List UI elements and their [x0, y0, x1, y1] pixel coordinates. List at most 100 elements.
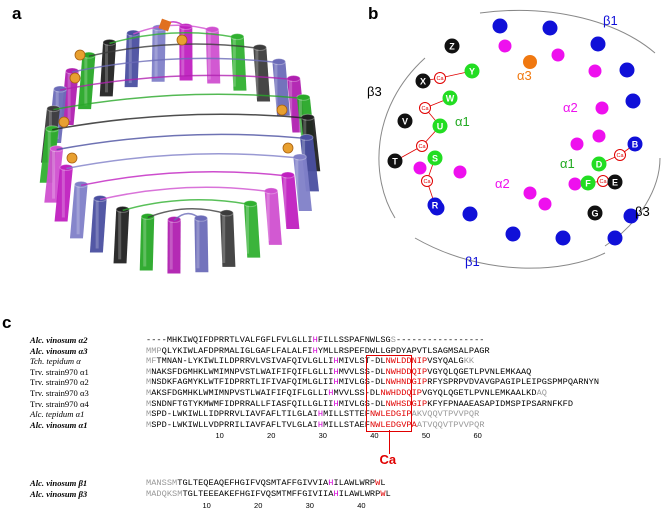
- ruler-tick: 50: [421, 431, 431, 441]
- helix-cylinder: [243, 200, 261, 258]
- alpha2-dot: [538, 197, 552, 211]
- alpha2-dot: [595, 101, 609, 115]
- label-beta3-left: β3: [367, 84, 382, 99]
- helix-cylinder: [280, 171, 300, 230]
- subunit-d: D: [591, 156, 607, 172]
- calcium-ion: [282, 142, 294, 154]
- helix-cylinder: [60, 67, 80, 125]
- subunit-letter: R: [432, 201, 439, 211]
- beta1-dot: [619, 62, 635, 78]
- subunit-t: T: [387, 153, 403, 169]
- sequence-name: Trv. strain970 α4: [30, 398, 89, 409]
- beta1-dot: [625, 93, 641, 109]
- subunit-letter: Z: [449, 42, 455, 52]
- loop-strand: [53, 93, 304, 111]
- ca-node-label: Ca: [436, 76, 444, 82]
- panel-a-letter: a: [12, 4, 22, 23]
- ca-node: Ca: [597, 175, 609, 187]
- beta1-dot: [607, 230, 623, 246]
- loop-strand: [56, 133, 307, 151]
- helix-cylinder: [230, 33, 247, 91]
- sequence-name: Trv. strain970 α2: [30, 377, 89, 388]
- calcium-label: Ca: [379, 452, 397, 468]
- panel-a-helix-ring: [39, 18, 321, 274]
- helix-cylinder: [69, 180, 89, 239]
- subunit-letter: X: [420, 77, 426, 87]
- loop-strand: [60, 74, 294, 91]
- calcium-ion: [69, 72, 81, 84]
- alpha2-dot: [568, 177, 582, 191]
- subunit-letter: B: [632, 140, 639, 150]
- ruler-tick: 40: [357, 500, 366, 510]
- calcium-pointer-line: [388, 430, 390, 455]
- sequence-string: MAKSFDGMHKLWMIMNPVSTLWAIFIFQIFLGLLIHMVVL…: [146, 388, 548, 398]
- ca-node: Ca: [421, 175, 433, 187]
- ruler-tick: 10: [215, 431, 224, 441]
- sequence-name: Alc. vinosum β3: [30, 489, 88, 499]
- label-alpha3: α3: [517, 68, 532, 83]
- panel-b-letter: b: [368, 4, 379, 23]
- beta1-dot: [555, 230, 571, 246]
- ca-node-label: Ca: [423, 179, 431, 185]
- ca-node: Ca: [419, 102, 431, 114]
- loop-strand: [109, 32, 238, 45]
- subunit-y: Y: [464, 63, 480, 79]
- subunit-letter: E: [612, 178, 618, 188]
- subunit-letter: U: [437, 122, 444, 132]
- sequence-string: MNSDKFAGMYKLWTFIDPRRTLIFIVAFQIMLGLIIHMIV…: [146, 377, 600, 388]
- loop-strand: [88, 43, 260, 57]
- beta1-dot: [492, 18, 508, 34]
- sequence-name: Alc. vinosum β1: [30, 478, 88, 489]
- helix-cylinder: [54, 163, 74, 222]
- helix-cylinder: [167, 216, 182, 274]
- subunit-letter: G: [591, 209, 598, 219]
- ruler-tick: 60: [473, 431, 482, 441]
- panel-c-letter: c: [2, 313, 12, 332]
- subunit-r: R: [427, 197, 443, 213]
- sequence-name: Alc. vinosum α1: [30, 419, 88, 430]
- loop-strand: [133, 24, 213, 35]
- helix-cylinder: [78, 51, 96, 110]
- alpha2-dot: [523, 186, 537, 200]
- alpha2-dot: [588, 64, 602, 78]
- helix-cylinder: [271, 58, 291, 116]
- loop-strand: [122, 199, 251, 212]
- loop-strand: [173, 212, 202, 222]
- ruler-tick: 40: [370, 431, 379, 441]
- sequence-string: MMPQLYKIWLAFDPRMALIGLGAFLFALALFIHYMLLRSP…: [146, 345, 490, 356]
- subunit-x: X: [415, 73, 431, 89]
- calcium-ion: [58, 116, 70, 128]
- label-beta3-right: β3: [635, 204, 650, 219]
- beta1-dot: [462, 206, 478, 222]
- label-alpha1-left: α1: [455, 114, 470, 129]
- sequence-name: Alc. vinosum α2: [30, 335, 88, 345]
- sequence-string: MSPD-LWKIWLLIDPRRVLIAVFAFLTILGLAIHMILLST…: [146, 409, 480, 420]
- ca-node-label: Ca: [599, 179, 607, 185]
- beta1-dot: [542, 20, 558, 36]
- ca-node-label: Ca: [616, 153, 624, 159]
- alpha2-dot: [551, 48, 565, 62]
- ca-node: Ca: [434, 72, 446, 84]
- ca-node: Ca: [416, 140, 428, 152]
- calcium-ion: [176, 34, 188, 46]
- label-alpha2-upper: α2: [563, 100, 578, 115]
- helix-cylinder: [113, 205, 130, 264]
- alpha2-dot: [413, 161, 427, 175]
- alpha2-dot: [592, 129, 606, 143]
- sequence-name: Alc. tepidum α1: [30, 409, 85, 420]
- beta1-dot: [623, 208, 639, 224]
- outer-arc-bottom: [414, 237, 606, 269]
- subunit-u: U: [432, 118, 448, 134]
- sequence-string: MSPD-LWKIWLLVDPRRILIAVFAFLTVLGLAIHMILLST…: [146, 419, 485, 430]
- calcium-ion: [74, 49, 86, 61]
- ruler-tick: 20: [254, 500, 263, 510]
- subunit-letter: Y: [469, 67, 475, 77]
- beta1-dot: [590, 36, 606, 52]
- subunit-letter: V: [402, 117, 408, 127]
- sequence-name: Alc. vinosum α3: [30, 345, 88, 356]
- ruler-tick: 20: [267, 431, 276, 441]
- loop-strand: [80, 170, 288, 187]
- helix-cylinder: [193, 214, 209, 273]
- subunit-letter: T: [392, 157, 398, 167]
- ca-node-label: Ca: [418, 144, 426, 150]
